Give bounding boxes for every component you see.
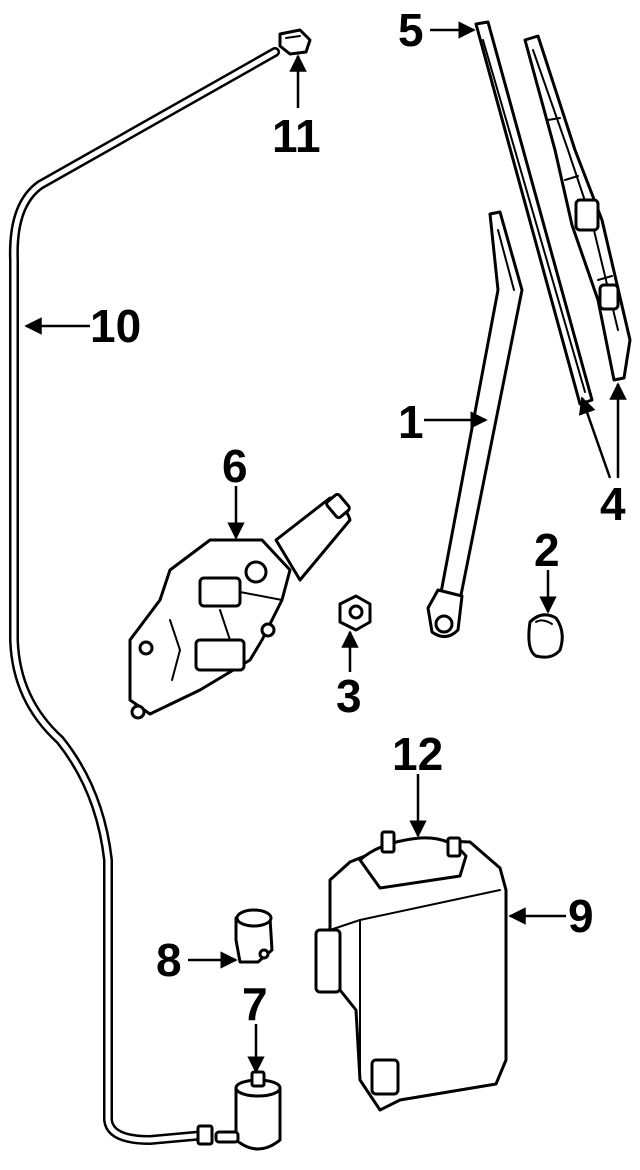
pivot-nut [338,594,372,632]
wiper-arm [426,210,524,638]
callout-11: 11 [272,110,321,162]
callout-5: 5 [398,4,424,56]
callout-3: 3 [336,670,362,722]
callout-2: 2 [534,524,560,576]
washer-hose [8,47,280,1146]
callout-labels: 5 11 10 1 4 6 2 3 12 9 8 7 [90,4,626,1030]
callout-4: 4 [600,478,626,530]
callout-7: 7 [242,978,268,1030]
callout-9: 9 [568,890,594,942]
callout-6: 6 [222,440,248,492]
washer-pump [214,1070,282,1151]
hose-clip [278,28,312,56]
wiper-motor [128,492,352,720]
washer-reservoir [314,830,508,1112]
callout-12: 12 [392,728,443,780]
arm-cap [527,613,564,659]
pump-clip [234,908,274,964]
blade-refill [523,34,632,382]
callout-1: 1 [398,396,424,448]
callout-10: 10 [90,300,141,352]
callout-8: 8 [156,934,182,986]
leader-4a [578,396,612,479]
leader-lines [24,21,627,1074]
